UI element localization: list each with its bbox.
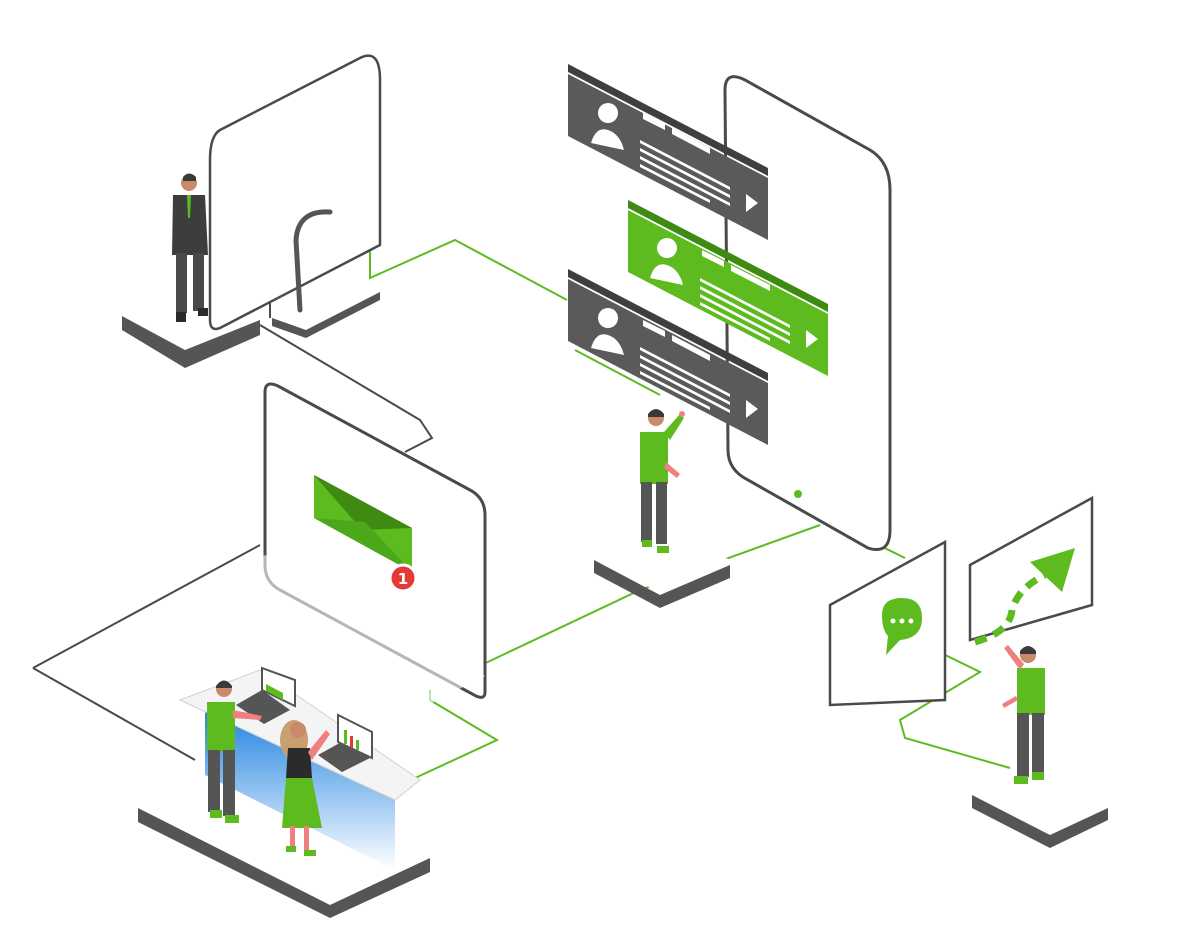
profile-card-1[interactable] — [568, 64, 768, 240]
person-icon — [591, 103, 624, 150]
right-man-figure — [1002, 645, 1045, 784]
center-platform-group — [594, 409, 730, 608]
play-triangle-icon — [746, 194, 758, 212]
right-platform-group — [972, 645, 1108, 848]
desk-group — [138, 666, 430, 918]
laptop-left[interactable] — [236, 666, 296, 724]
door-arch — [293, 209, 333, 313]
profile-card-2[interactable] — [628, 200, 828, 376]
chat-panel-group — [828, 539, 947, 707]
right-platform-shadow — [972, 795, 1108, 848]
worker-woman-figure — [280, 720, 330, 856]
connector-phone-to-center — [574, 349, 661, 396]
play-triangle-icon — [746, 400, 758, 418]
pointing-man-figure — [640, 409, 685, 553]
growth-panel — [968, 495, 1094, 642]
phone-home-dot — [794, 490, 802, 498]
right-platform — [972, 768, 1108, 833]
profile-card-3[interactable] — [568, 269, 768, 445]
trend-arrow-icon — [973, 548, 1075, 646]
connector-door-to-phone — [369, 186, 568, 301]
chat-bubble-icon[interactable] — [882, 598, 922, 655]
growth-panel-group — [968, 495, 1094, 646]
center-platform-shadow — [594, 560, 730, 608]
door-panel — [208, 54, 382, 331]
laptop-right[interactable] — [318, 713, 373, 772]
play-triangle-icon — [806, 330, 818, 348]
notification-count: 1 — [398, 570, 408, 588]
notification-badge[interactable]: 1 — [388, 563, 418, 593]
envelope-icon[interactable] — [314, 475, 412, 572]
worker-man-figure — [207, 680, 262, 823]
door-step — [272, 292, 380, 338]
connector-right-link — [898, 649, 1011, 769]
door-panel-group — [122, 54, 382, 368]
center-platform — [594, 528, 730, 593]
door-platform-shadow — [122, 316, 260, 368]
profile-card-list — [568, 64, 828, 445]
businessman-figure — [172, 173, 208, 322]
person-icon — [591, 308, 624, 355]
person-icon — [650, 238, 683, 285]
